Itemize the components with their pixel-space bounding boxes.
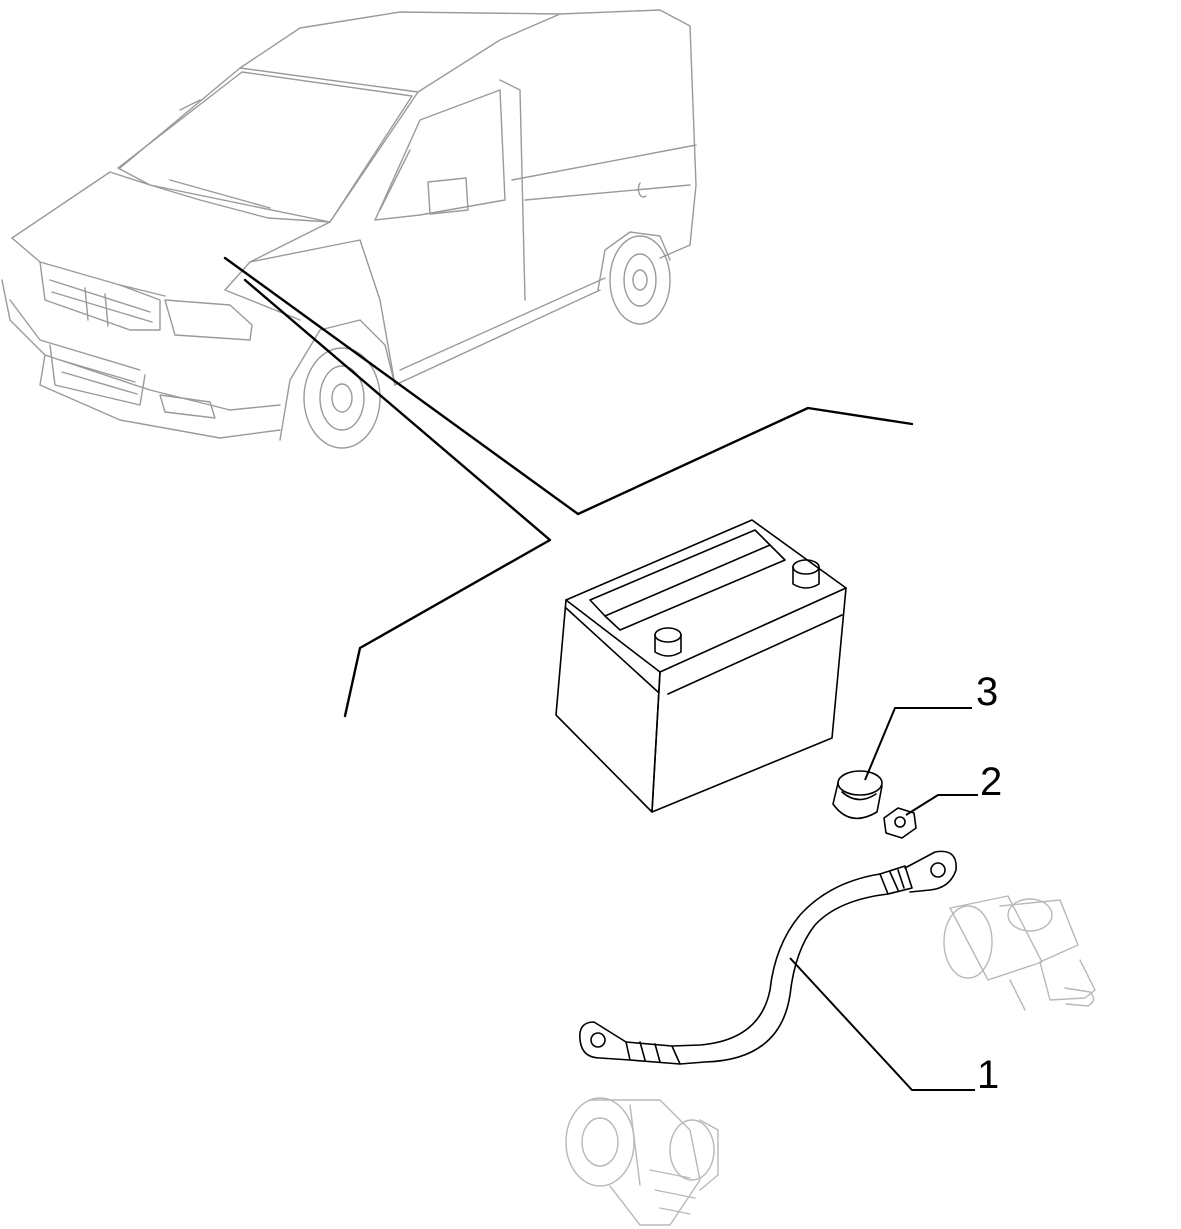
- starter-motor-ghost: [943, 895, 1096, 1011]
- callout-2: 2: [905, 760, 1002, 816]
- callout-1: 1: [789, 957, 999, 1097]
- callout-2-label: 2: [980, 760, 1002, 804]
- callout-3: 3: [864, 670, 998, 781]
- leader-upper: [223, 256, 914, 516]
- terminal-cap-part: [832, 770, 883, 820]
- callout-1-label: 1: [977, 1053, 999, 1097]
- location-leader-lines: [223, 256, 914, 718]
- van-illustration: [1, 9, 697, 449]
- callout-3-label: 3: [976, 670, 998, 714]
- leader-lower: [243, 278, 552, 718]
- hex-nut-part: [883, 807, 917, 839]
- alternator-ghost: [565, 1097, 719, 1226]
- battery-ground-cable-part: [578, 850, 957, 1065]
- battery: [555, 519, 847, 813]
